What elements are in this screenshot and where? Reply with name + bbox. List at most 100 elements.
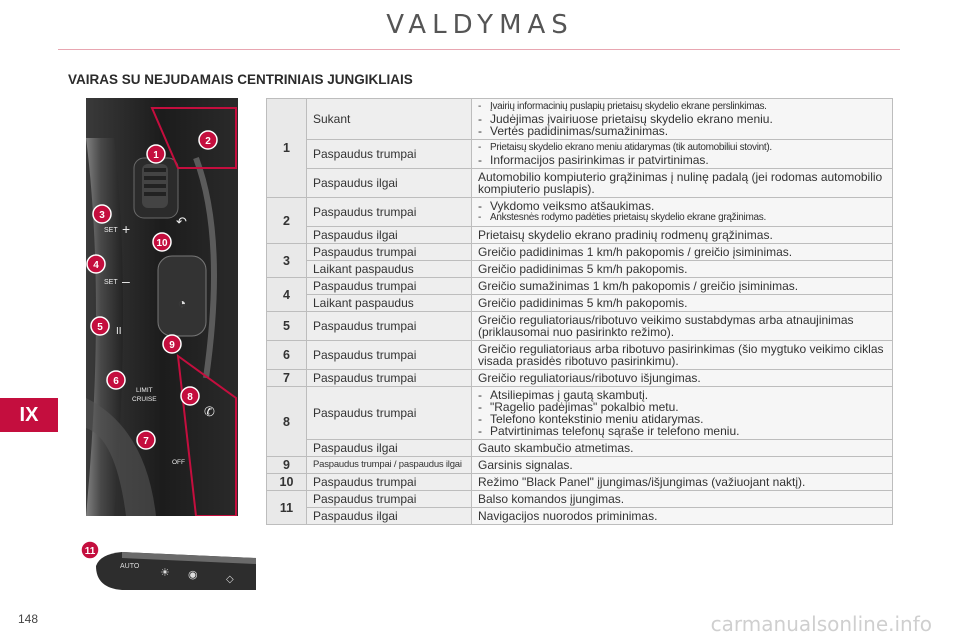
action-description: Greičio padidinimas 5 km/h pakopomis. (471, 260, 893, 278)
list-item: Patvirtinimas telefonų sąraše ir telefon… (478, 425, 886, 437)
title-divider (58, 49, 900, 50)
action-description: Prietaisų skydelio ekrano pradinių rodme… (471, 226, 893, 244)
steering-wheel-illustration: ◔ SET + SET – II LIMIT CRUISE OFF ✆ ↶ 1 … (86, 98, 238, 516)
action-description: Garsinis signalas. (471, 456, 893, 474)
action-label: Paspaudus trumpai (306, 243, 472, 261)
svg-text:◔: ◔ (178, 295, 186, 311)
sidelight-icon: ◇ (226, 574, 234, 585)
auto-label: AUTO (120, 563, 140, 570)
list-item: Vertės padidinimas/sumažinimas. (478, 125, 886, 137)
control-number: 5 (266, 311, 307, 341)
off-label: OFF (172, 459, 185, 466)
action-label: Sukant (306, 98, 472, 140)
action-description: Greičio reguliatoriaus arba ribotuvo pas… (471, 340, 893, 370)
list-item: Judėjimas įvairiuose prietaisų skydelio … (478, 113, 886, 125)
callout-5: 5 (97, 322, 103, 333)
control-number: 1 (266, 98, 307, 198)
callout-1: 1 (153, 150, 159, 161)
action-label: Paspaudus trumpai (306, 369, 472, 387)
action-label: Paspaudus ilgai (306, 226, 472, 244)
pause-icon: II (116, 326, 122, 337)
list-item: Informacijos pasirinkimas ir patvirtinim… (478, 154, 886, 166)
page-number: 148 (18, 612, 39, 626)
action-description: Balso komandos įjungimas. (471, 490, 893, 508)
list-item: "Ragelio padėjimas" pokalbio metu. (478, 401, 886, 413)
light-stalk-illustration: AUTO ☀ ◉ ◇ 11 (80, 540, 256, 590)
action-label: Paspaudus ilgai (306, 439, 472, 457)
control-number: 2 (266, 197, 307, 244)
cruise-label: CRUISE (132, 396, 157, 403)
description-list: Vykdomo veiksmo atšaukimas.Ankstesnės ro… (478, 200, 886, 224)
table-row: Paspaudus trumpai Prietaisų skydelio ekra… (267, 139, 893, 169)
action-label: Paspaudus trumpai (306, 139, 472, 169)
phone-icon: ✆ (204, 404, 215, 419)
action-label: Paspaudus trumpai (306, 197, 472, 227)
plus-icon: + (122, 221, 130, 237)
action-description: Vykdomo veiksmo atšaukimas.Ankstesnės ro… (471, 197, 893, 227)
callout-7: 7 (143, 436, 149, 447)
control-number: 9 (266, 456, 307, 474)
control-number: 4 (266, 277, 307, 312)
control-number: 6 (266, 340, 307, 370)
list-item: Atsiliepimas į gautą skambutį. (478, 389, 886, 401)
action-label: Paspaudus trumpai / paspaudus ilgai (306, 456, 472, 474)
action-description: Navigacijos nuorodos priminimas. (471, 507, 893, 525)
list-item: Įvairių informacinių puslapių prietaisų … (478, 101, 886, 113)
action-label: Paspaudus trumpai (306, 311, 472, 341)
action-label: Paspaudus trumpai (306, 490, 472, 508)
description-list: Įvairių informacinių puslapių prietaisų … (478, 101, 886, 137)
headlight-icon: ◉ (188, 569, 198, 581)
action-label: Paspaudus trumpai (306, 340, 472, 370)
action-label: Paspaudus trumpai (306, 386, 472, 440)
chapter-tab[interactable]: IX (0, 398, 58, 432)
callout-8: 8 (187, 392, 193, 403)
callout-4: 4 (93, 260, 99, 271)
set-minus-label: SET (104, 279, 118, 286)
description-list: Prietaisų skydelio ekrano meniu atidarym… (478, 142, 886, 166)
callout-6: 6 (113, 376, 119, 387)
action-description: Atsiliepimas į gautą skambutį."Ragelio p… (471, 386, 893, 440)
control-number: 10 (266, 473, 307, 491)
section-title: VAIRAS SU NEJUDAMAIS CENTRINIAIS JUNGIKL… (68, 72, 413, 87)
action-label: Paspaudus ilgai (306, 168, 472, 198)
action-description: Greičio reguliatoriaus/ribotuvo veikimo … (471, 311, 893, 341)
return-icon: ↶ (176, 214, 187, 229)
action-description: Prietaisų skydelio ekrano meniu atidarym… (471, 139, 893, 169)
action-description: Greičio padidinimas 1 km/h pakopomis / g… (471, 243, 893, 261)
watermark: carmanualsonline.info (710, 612, 932, 636)
list-item: Vykdomo veiksmo atšaukimas. (478, 200, 886, 212)
action-label: Paspaudus trumpai (306, 473, 472, 491)
minus-icon: – (122, 273, 130, 289)
action-label: Paspaudus trumpai (306, 277, 472, 295)
action-description: Greičio sumažinimas 1 km/h pakopomis / g… (471, 277, 893, 295)
action-label: Laikant paspaudus (306, 294, 472, 312)
light-icon: ☀ (160, 567, 170, 579)
control-number: 8 (266, 386, 307, 457)
list-item: Prietaisų skydelio ekrano meniu atidarym… (478, 142, 886, 154)
list-item: Ankstesnės rodymo padėties prietaisų sky… (478, 212, 886, 224)
callout-10: 10 (156, 238, 168, 249)
callout-2: 2 (205, 136, 211, 147)
control-number: 3 (266, 243, 307, 278)
control-number: 11 (266, 490, 307, 525)
control-number: 7 (266, 369, 307, 387)
action-description: Įvairių informacinių puslapių prietaisų … (471, 98, 893, 140)
limit-label: LIMIT (136, 387, 153, 394)
action-label: Laikant paspaudus (306, 260, 472, 278)
